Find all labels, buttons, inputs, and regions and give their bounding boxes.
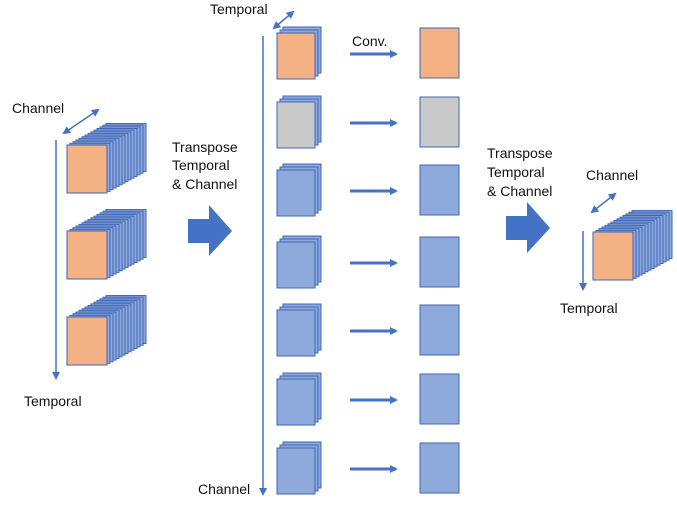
left-channel-axis-arrow xyxy=(62,108,100,135)
middle-row-3 xyxy=(276,163,460,217)
small-stack-front xyxy=(276,378,316,426)
conv-output-square xyxy=(419,164,460,216)
conv-output-square xyxy=(419,27,460,79)
middle-row-7 xyxy=(276,441,460,495)
mid-temporal-label: Temporal xyxy=(210,1,268,17)
right-temporal-label: Temporal xyxy=(560,300,618,316)
right-channel-axis-arrow xyxy=(590,192,617,214)
middle-row-4 xyxy=(276,235,460,289)
transpose-left-line-3: & Channel xyxy=(172,176,237,192)
conv-output-square xyxy=(419,373,460,425)
left-stack-1 xyxy=(66,123,147,194)
left-feature-stacks xyxy=(66,123,147,366)
small-stack-front xyxy=(276,32,316,80)
left-temporal-label: Temporal xyxy=(24,393,82,409)
stack-front-layer xyxy=(66,316,108,366)
left-stack-3 xyxy=(66,295,147,366)
right-stack xyxy=(592,210,673,281)
small-stack-front xyxy=(276,169,316,217)
transpose-right-line-3: & Channel xyxy=(487,183,552,199)
middle-row-1 xyxy=(276,26,460,80)
middle-row-5 xyxy=(276,303,460,357)
conv-output-square xyxy=(419,304,460,356)
conv-output-square xyxy=(419,442,460,494)
middle-row-6 xyxy=(276,372,460,426)
stack-front-layer xyxy=(592,231,634,281)
transpose-right-line-2: Temporal xyxy=(487,164,545,180)
small-stack-front xyxy=(276,101,316,149)
right-feature-stack xyxy=(592,210,673,281)
stack-front-layer xyxy=(66,144,108,194)
right-channel-label: Channel xyxy=(586,167,638,183)
conv-output-square xyxy=(419,96,460,148)
transpose-right-block-arrow xyxy=(506,202,550,253)
transpose-left-block-arrow xyxy=(188,205,232,256)
stack-front-layer xyxy=(66,230,108,280)
small-stack-front xyxy=(276,241,316,289)
transpose-right-line-1: Transpose xyxy=(487,145,553,161)
transpose-left-line-2: Temporal xyxy=(172,157,230,173)
middle-row-2 xyxy=(276,95,460,149)
conv-output-square xyxy=(419,236,460,288)
left-stack-2 xyxy=(66,209,147,280)
mid-temporal-axis-arrow xyxy=(272,10,295,30)
conv-label: Conv. xyxy=(352,33,388,49)
left-channel-label: Channel xyxy=(12,100,64,116)
transpose-left-line-1: Transpose xyxy=(172,139,238,155)
small-stack-front xyxy=(276,309,316,357)
small-stack-front xyxy=(276,447,316,495)
mid-channel-label: Channel xyxy=(198,481,250,497)
middle-rows xyxy=(276,26,460,495)
